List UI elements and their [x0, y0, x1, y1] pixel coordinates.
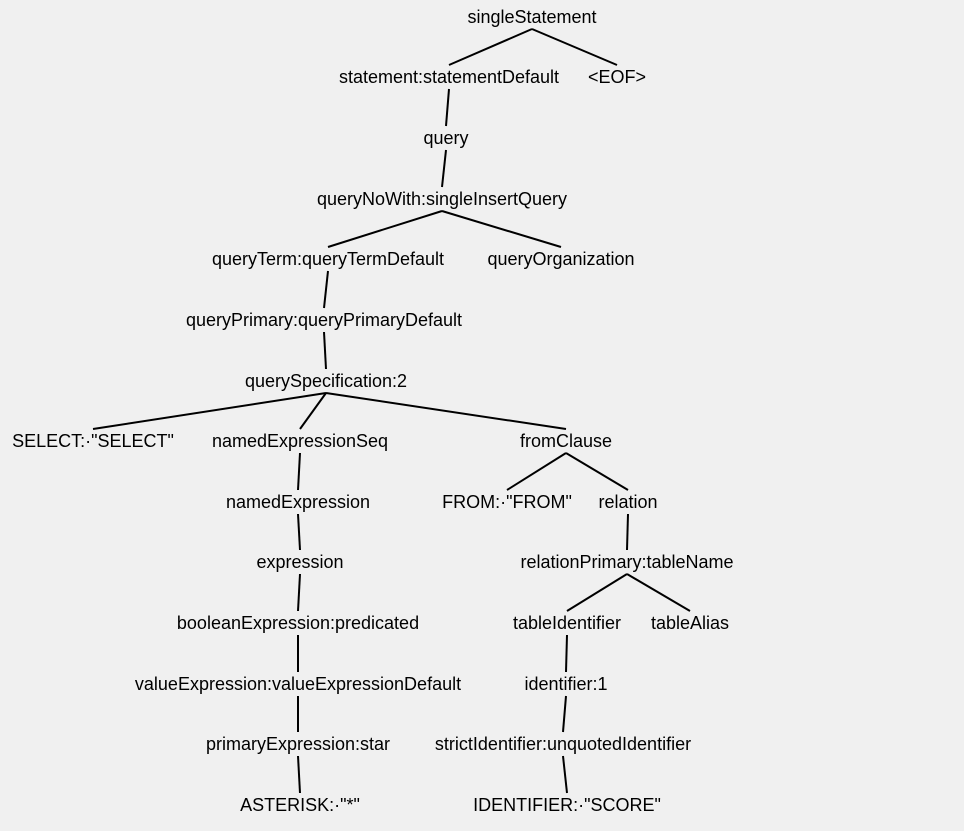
node-identifier-token: IDENTIFIER:·"SCORE" [473, 795, 661, 815]
node-query-no-with: queryNoWith:singleInsertQuery [316, 189, 568, 209]
tree-edge-n15-n17 [626, 513, 629, 551]
tree-edge-n24-n26 [562, 755, 568, 794]
tree-edge-n11-n13 [297, 452, 301, 491]
tree-edge-n13-n16 [297, 513, 301, 551]
node-table-identifier: tableIdentifier [512, 613, 622, 633]
node-statement: statement:statementDefault [338, 67, 560, 87]
tree-edge-n23-n25 [297, 755, 301, 794]
tree-edge-n17-n19 [566, 573, 628, 612]
tree-edge-n5-n6 [327, 210, 443, 248]
node-query: query [423, 128, 469, 148]
node-primary-expression: primaryExpression:star [205, 734, 391, 754]
tree-edge-n2-n4 [445, 88, 450, 127]
node-query-specification: querySpecification:2 [244, 371, 408, 391]
tree-edge-n1-n3 [531, 28, 618, 66]
tree-edge-n12-n14 [506, 452, 567, 491]
tree-edge-n17-n20 [626, 573, 691, 612]
tree-edge-n8-n9 [323, 331, 327, 370]
tree-edge-n1-n2 [448, 28, 533, 66]
node-value-expression: valueExpression:valueExpressionDefault [134, 674, 462, 694]
node-relation-primary: relationPrimary:tableName [520, 552, 734, 572]
tree-edge-n12-n15 [565, 452, 629, 491]
node-from-token: FROM:·"FROM" [442, 492, 572, 512]
node-asterisk-token: ASTERISK:·"*" [240, 795, 360, 815]
node-named-expression-seq: namedExpressionSeq [211, 431, 389, 451]
node-query-term: queryTerm:queryTermDefault [211, 249, 445, 269]
node-select-token: SELECT:·"SELECT" [12, 431, 174, 451]
node-boolean-expression: booleanExpression:predicated [176, 613, 420, 633]
tree-edge-n5-n7 [441, 210, 562, 248]
tree-edge-n22-n24 [562, 695, 567, 733]
node-single-statement: singleStatement [467, 7, 597, 27]
node-query-primary: queryPrimary:queryPrimaryDefault [185, 310, 463, 330]
node-query-organization: queryOrganization [487, 249, 635, 269]
node-named-expression: namedExpression [225, 492, 371, 512]
node-relation: relation [598, 492, 658, 512]
node-table-alias: tableAlias [650, 613, 730, 633]
node-identifier: identifier:1 [524, 674, 608, 694]
tree-edge-n16-n18 [297, 573, 301, 612]
tree-edge-n9-n11 [299, 392, 327, 430]
tree-edge-n9-n10 [92, 392, 327, 430]
tree-edge-n19-n22 [565, 634, 568, 673]
tree-edge-n4-n5 [441, 149, 447, 188]
node-strict-identifier: strictIdentifier:unquotedIdentifier [434, 734, 692, 754]
node-eof: <EOF> [587, 67, 647, 87]
tree-edge-n9-n12 [325, 392, 567, 430]
node-expression: expression [256, 552, 344, 572]
tree-edge-n6-n8 [323, 270, 329, 309]
node-from-clause: fromClause [519, 431, 613, 451]
